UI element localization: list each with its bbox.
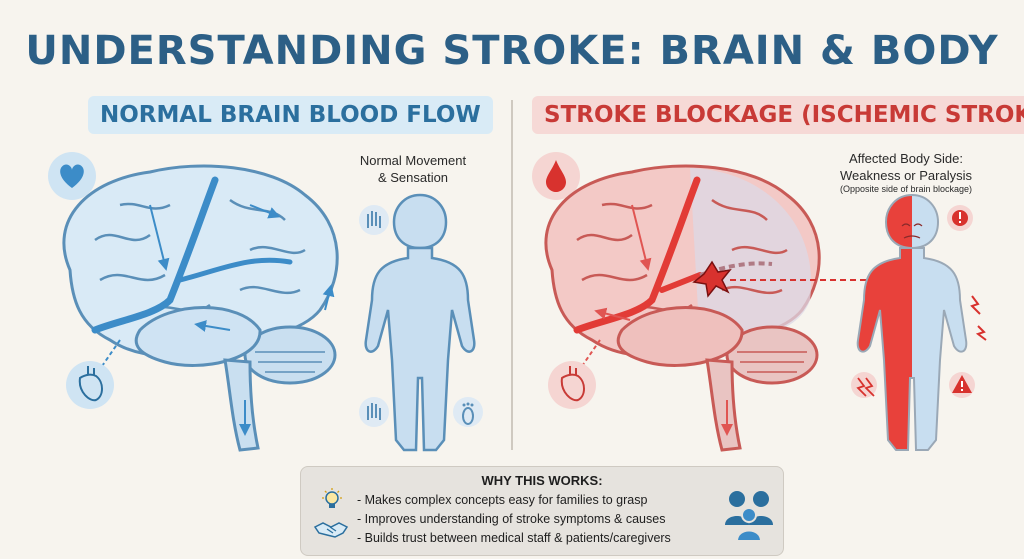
affected-body-note: (Opposite side of brain blockage): [839, 184, 973, 194]
info-point: - Makes complex concepts easy for famili…: [357, 493, 648, 507]
affected-body-label: Affected Body Side: Weakness or Paralysi…: [840, 151, 972, 183]
warning-icon: [947, 205, 973, 231]
handshake-icon: [313, 522, 349, 538]
lightning-icon: [970, 295, 987, 341]
anatomical-heart-icon: [548, 361, 596, 409]
hand-icon: [359, 205, 389, 235]
page-title: UNDERSTANDING STROKE: BRAIN & BODY: [25, 28, 999, 74]
lightning-icon: [851, 372, 877, 398]
normal-body-label: Normal Movement & Sensation: [359, 153, 467, 185]
normal-brain: [62, 164, 339, 452]
family-icon: [725, 491, 773, 542]
warning-icon: [949, 372, 975, 398]
panel-divider: [511, 100, 513, 450]
info-point: - Improves understanding of stroke sympt…: [357, 512, 666, 526]
blood-drop-icon: [532, 152, 580, 200]
stroke-panel-heading: STROKE BLOCKAGE (ISCHEMIC STROKE): [532, 96, 1024, 134]
stroke-brain: [544, 164, 880, 452]
lightbulb-icon: [322, 488, 342, 508]
info-point: - Builds trust between medical staff & p…: [357, 531, 671, 545]
info-heading: WHY THIS WORKS:: [481, 473, 603, 488]
anatomical-heart-icon: [66, 361, 114, 409]
affected-body-figure: [856, 193, 968, 451]
normal-body-figure: [364, 193, 476, 452]
hand-icon: [359, 397, 389, 427]
why-this-works-box: WHY THIS WORKS: - Makes complex concepts…: [300, 466, 784, 556]
normal-panel-heading: NORMAL BRAIN BLOOD FLOW: [88, 96, 493, 134]
heart-icon: [48, 152, 96, 200]
foot-icon: [453, 397, 483, 427]
